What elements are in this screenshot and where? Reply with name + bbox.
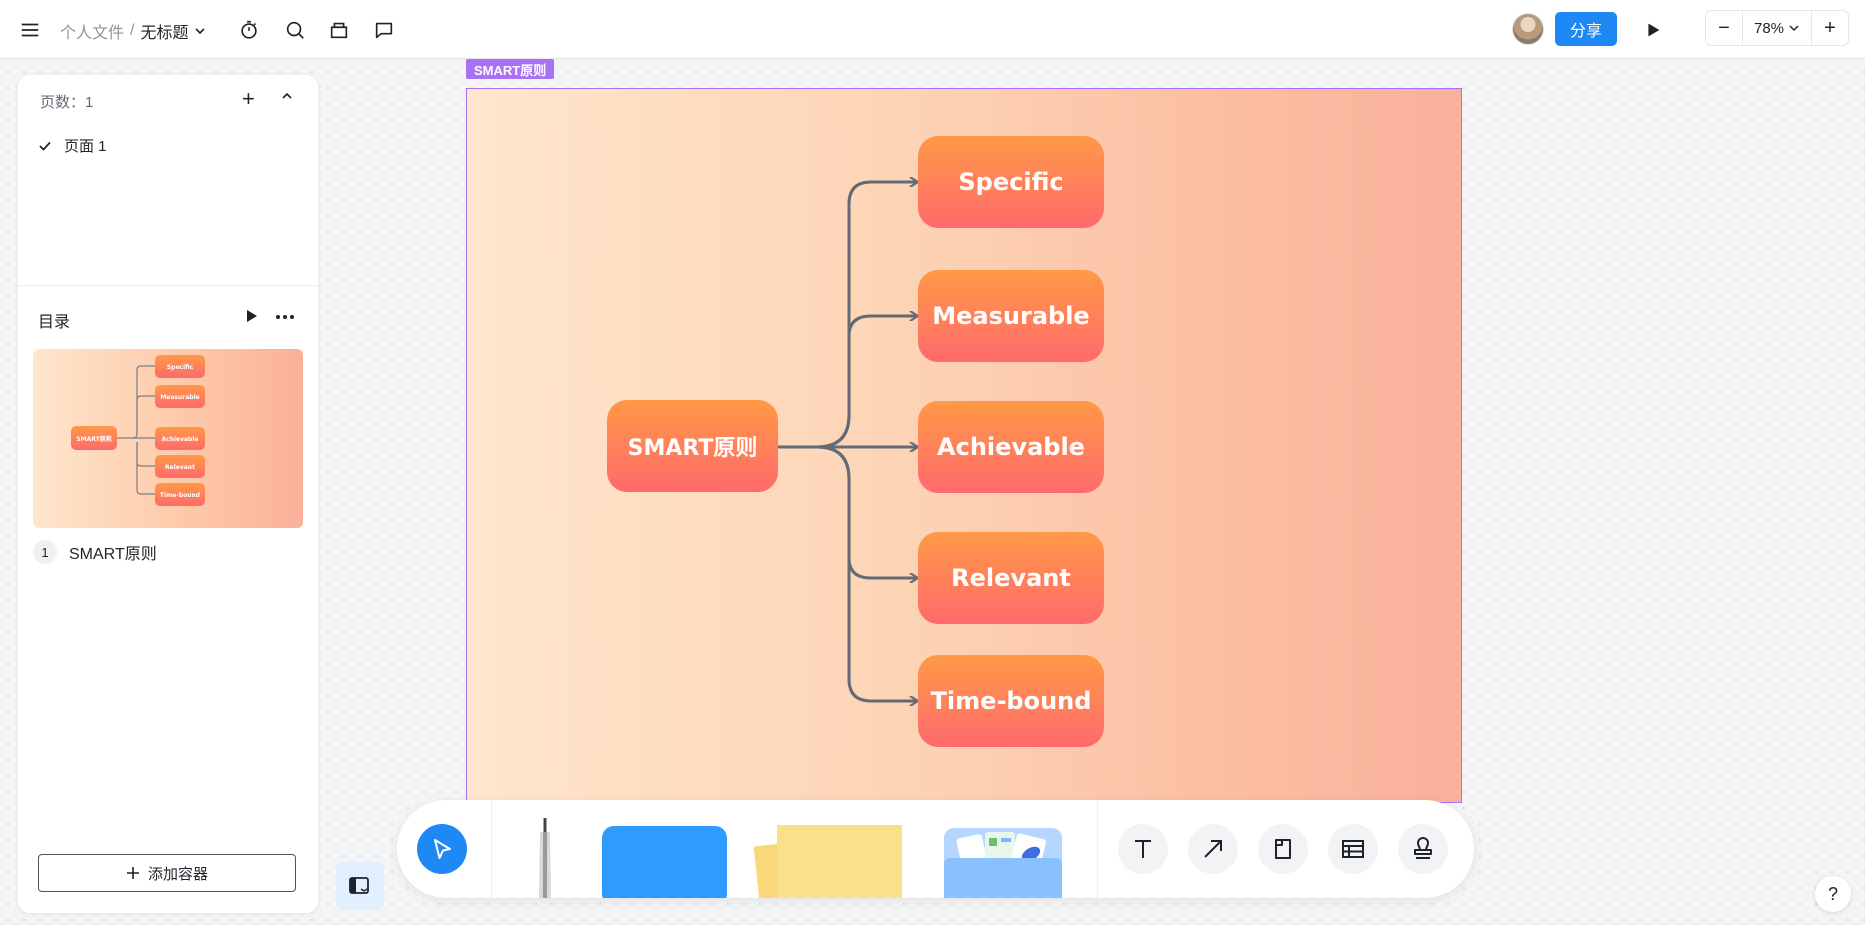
pen-icon: [539, 818, 551, 898]
timer-icon[interactable]: [233, 14, 265, 46]
mindmap-child-node[interactable]: Time-bound: [918, 655, 1104, 747]
avatar[interactable]: [1512, 13, 1544, 45]
menu-icon[interactable]: [14, 14, 46, 46]
present-play-icon[interactable]: [1637, 14, 1669, 46]
share-button[interactable]: 分享: [1555, 12, 1617, 46]
help-button[interactable]: ?: [1815, 876, 1851, 912]
thumbnail-child-label: Measurable: [160, 394, 199, 401]
canvas-frame[interactable]: SMART原则 Specific Measurable Achievable R…: [466, 88, 1462, 803]
top-bar: 个人文件 / 无标题 分享 − 78% +: [0, 0, 1865, 59]
select-tool-button[interactable]: [417, 824, 467, 874]
page-item[interactable]: 页面 1: [38, 135, 107, 156]
add-container-button[interactable]: 添加容器: [38, 854, 296, 892]
zoom-in-button[interactable]: +: [1824, 16, 1836, 39]
document-title[interactable]: 无标题: [140, 25, 189, 42]
toc-play-icon[interactable]: [242, 307, 260, 330]
toc-item-index: 1: [33, 540, 57, 564]
table-tool-button[interactable]: [1328, 824, 1378, 874]
add-container-label: 添加容器: [147, 865, 208, 883]
sidebar-toggle-button[interactable]: [336, 862, 384, 910]
thumbnail-root-label: SMART原则: [76, 435, 111, 443]
zoom-level-dropdown[interactable]: 78%: [1742, 11, 1812, 45]
breadcrumb-root[interactable]: 个人文件: [60, 25, 125, 42]
zoom-level-value: 78%: [1753, 19, 1785, 37]
pointer-icon: [434, 839, 451, 859]
search-icon[interactable]: [279, 14, 311, 46]
pen-tool[interactable]: [537, 818, 553, 898]
table-icon: [1342, 840, 1364, 858]
collapse-icon[interactable]: [280, 89, 294, 108]
add-page-button[interactable]: +: [242, 86, 255, 111]
zoom-out-button[interactable]: −: [1718, 16, 1730, 39]
thumbnail-mindmap: SMART原则 Specific Measurable Achievable R…: [71, 355, 205, 506]
folder-front: [944, 858, 1062, 898]
mindmap-root-node[interactable]: SMART原则: [607, 400, 778, 492]
sticky-note-tool[interactable]: [777, 825, 902, 898]
text-icon: [1135, 840, 1151, 858]
mindmap-connectors: [776, 89, 1463, 804]
divider: [18, 285, 318, 286]
toc-item-label: SMART原则: [69, 546, 157, 563]
divider: [1097, 800, 1098, 898]
zoom-control: − 78% +: [1705, 10, 1849, 46]
page-item-label: 页面 1: [64, 138, 107, 155]
frame-tool-button[interactable]: [1258, 824, 1308, 874]
chevron-down-icon: [1789, 25, 1799, 32]
stamp-tool-button[interactable]: [1398, 824, 1448, 874]
breadcrumb: 个人文件 / 无标题: [60, 19, 206, 43]
text-tool-button[interactable]: [1118, 824, 1168, 874]
mindmap-child-node[interactable]: Measurable: [918, 270, 1104, 362]
toc-title: 目录: [38, 314, 71, 331]
shape-tool[interactable]: [602, 826, 727, 898]
mindmap-child-node[interactable]: Specific: [918, 136, 1104, 228]
check-icon: [39, 141, 51, 151]
thumbnail-child-label: Relevant: [165, 464, 195, 471]
mindmap-child-node[interactable]: Achievable: [918, 401, 1104, 493]
arrow-icon: [1204, 840, 1222, 858]
thumbnail-child-label: Time-bound: [160, 492, 200, 499]
pages-count: 页数：1: [40, 94, 94, 111]
bottom-toolbar: [397, 800, 1474, 898]
plus-icon: [126, 867, 139, 879]
pages-panel: 页数：1 + 页面 1 目录 SMART原则: [18, 75, 318, 913]
frame-icon: [1275, 839, 1291, 859]
toc-item[interactable]: 1 SMART原则: [33, 540, 157, 564]
mindmap-child-node[interactable]: Relevant: [918, 532, 1104, 624]
thumbnail-child-label: Specific: [167, 364, 194, 371]
template-icon[interactable]: [323, 14, 355, 46]
sidebar-toggle-icon: [349, 877, 369, 894]
frame-label[interactable]: SMART原则: [466, 59, 555, 79]
thumbnail-child-label: Achievable: [162, 436, 199, 443]
more-icon[interactable]: [276, 315, 294, 319]
breadcrumb-separator: /: [130, 22, 135, 39]
chevron-down-icon[interactable]: [194, 25, 206, 37]
divider: [491, 800, 492, 898]
comment-icon[interactable]: [368, 14, 400, 46]
toc-thumbnail[interactable]: SMART原则 Specific Measurable Achievable R…: [33, 349, 303, 528]
connector-tool-button[interactable]: [1188, 824, 1238, 874]
stamp-icon: [1414, 837, 1432, 859]
